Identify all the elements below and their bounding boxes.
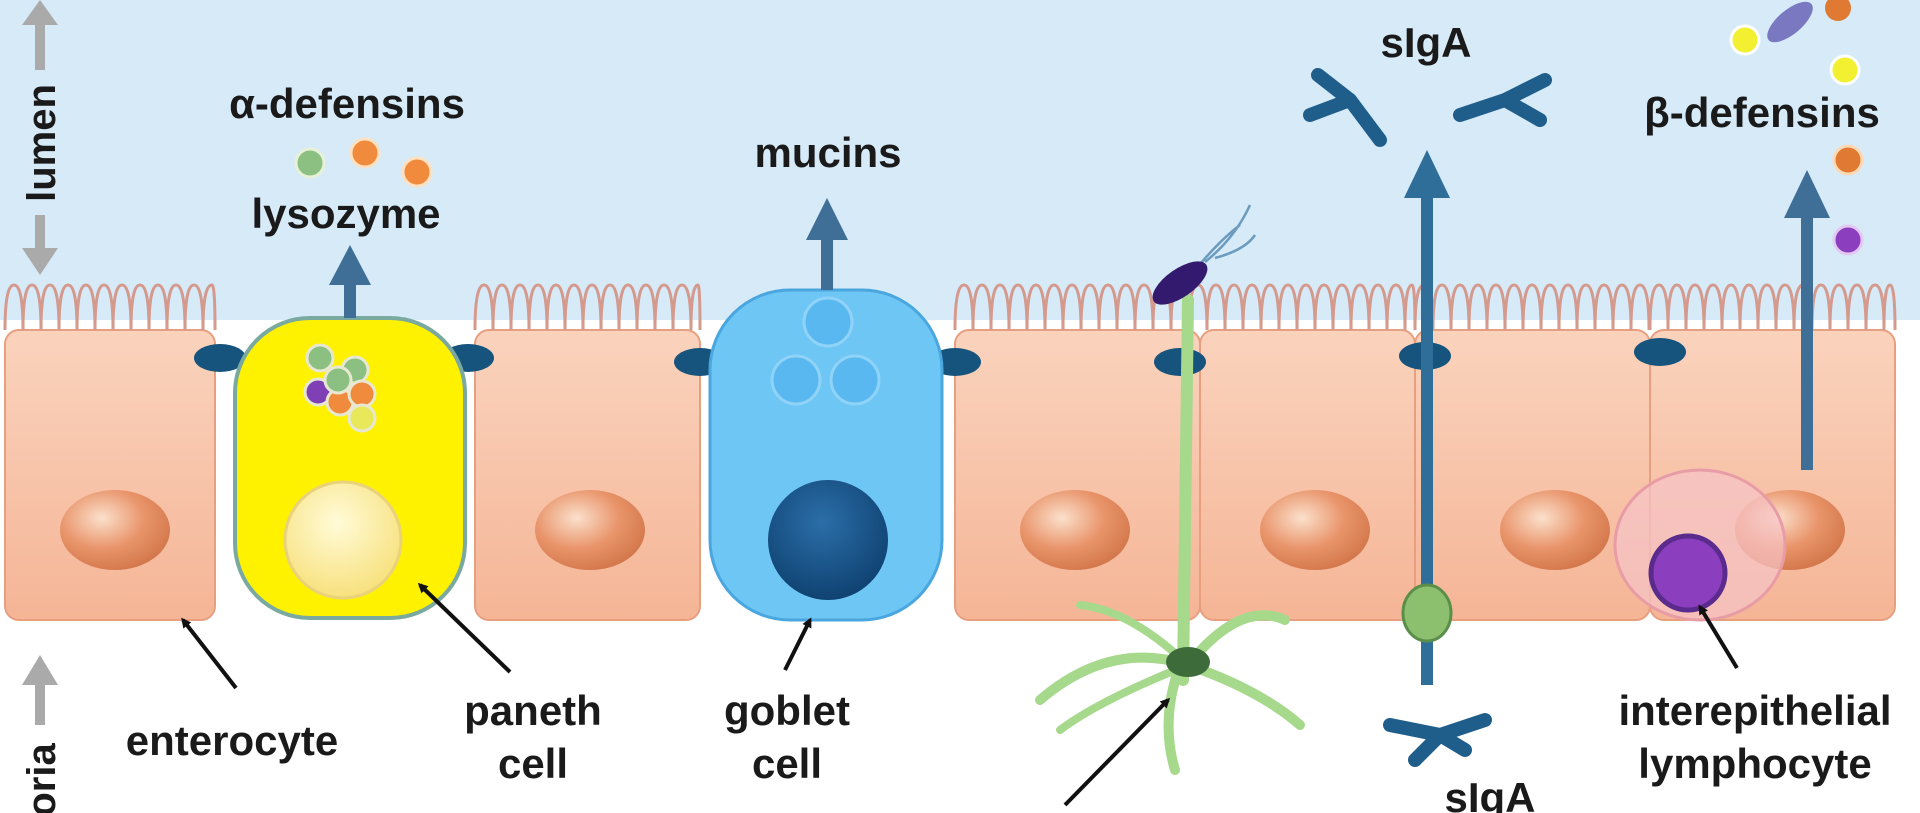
lysozyme-label: lysozyme bbox=[251, 190, 440, 237]
receptor bbox=[1401, 583, 1453, 643]
lymphocyte-label-line2: lymphocyte bbox=[1638, 740, 1871, 787]
mucins-label: mucins bbox=[754, 129, 901, 176]
lamina-label: oria bbox=[20, 743, 64, 813]
tight-junction bbox=[1634, 338, 1686, 366]
secretion-arrows bbox=[329, 198, 848, 318]
goblet-label-line2: cell bbox=[752, 740, 822, 787]
beta-defensin-secretion bbox=[1729, 0, 1864, 470]
alpha-defensins-label: α-defensins bbox=[229, 80, 465, 127]
enterocyte bbox=[954, 329, 1201, 621]
molecule bbox=[1767, 1, 1813, 43]
granule bbox=[323, 365, 353, 395]
tight-junction bbox=[194, 344, 246, 372]
nucleus bbox=[535, 490, 645, 570]
molecule bbox=[1729, 24, 1761, 56]
beta-defensins-label: β-defensins bbox=[1644, 89, 1880, 136]
paneth-cell bbox=[233, 316, 467, 620]
siga-top-label: sIgA bbox=[1380, 19, 1471, 66]
dendritic-nucleus bbox=[1166, 647, 1210, 677]
enterocyte bbox=[4, 329, 216, 621]
enterocyte bbox=[474, 329, 701, 621]
bacterium bbox=[1152, 204, 1257, 305]
side-arrows bbox=[22, 0, 58, 725]
paneth-label-line2: cell bbox=[498, 740, 568, 787]
granule bbox=[347, 403, 377, 433]
dendritic-cell bbox=[1035, 294, 1305, 775]
siga-bottom-label: sIgA bbox=[1444, 774, 1535, 813]
lymphocyte-nucleus bbox=[1648, 533, 1728, 613]
molecule bbox=[1832, 144, 1864, 176]
lumen-label: lumen bbox=[20, 84, 64, 202]
lumen-region bbox=[0, 0, 1920, 320]
enterocyte-nuclei bbox=[60, 490, 1845, 570]
goblet-cell bbox=[708, 288, 944, 622]
molecule bbox=[1832, 224, 1864, 256]
nucleus bbox=[60, 490, 170, 570]
pointer-arrows bbox=[181, 582, 1739, 807]
nucleus bbox=[1020, 490, 1130, 570]
enterocyte bbox=[1414, 329, 1651, 621]
molecule bbox=[1825, 0, 1851, 21]
nucleus bbox=[768, 480, 888, 600]
molecule bbox=[1829, 54, 1861, 86]
antibody-icon bbox=[1303, 68, 1552, 767]
goblet-label-line1: goblet bbox=[724, 687, 850, 734]
tight-junction bbox=[1154, 348, 1206, 376]
granule bbox=[347, 379, 377, 409]
enterocyte-label: enterocyte bbox=[126, 717, 338, 764]
nucleus bbox=[283, 480, 403, 600]
interepithelial-lymphocyte bbox=[1613, 468, 1787, 622]
nucleus bbox=[1500, 490, 1610, 570]
granule bbox=[305, 343, 335, 373]
enterocyte bbox=[1199, 329, 1416, 621]
siga-transcytosis bbox=[1303, 68, 1552, 767]
paneth-label-line1: paneth bbox=[464, 687, 602, 734]
mucin-granule bbox=[802, 296, 854, 348]
lymphocyte-label-line1: interepithelial bbox=[1618, 687, 1891, 734]
nucleus bbox=[1260, 490, 1370, 570]
mucin-granule bbox=[829, 354, 881, 406]
alpha-defensin-molecules bbox=[294, 137, 433, 188]
mucin-granule bbox=[770, 354, 822, 406]
lamina-region bbox=[0, 620, 1920, 813]
